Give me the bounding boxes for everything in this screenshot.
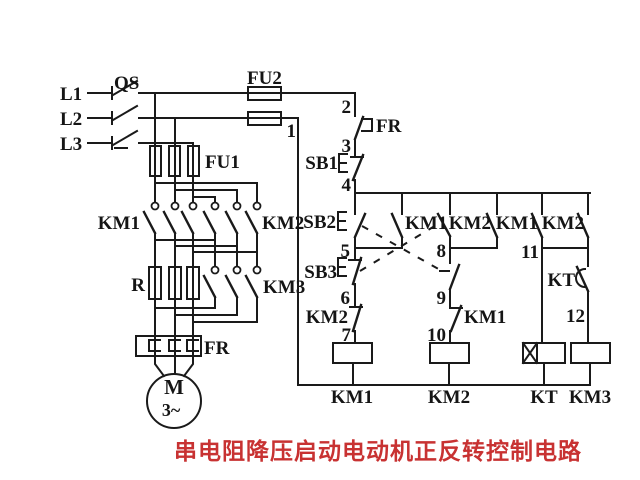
km2-parallel-label: KM2 — [542, 213, 584, 234]
coil-kt-label: KT — [530, 387, 558, 408]
fuse-fu1-3 — [187, 145, 200, 177]
resistor-r-label: R — [131, 275, 145, 296]
thermal-relay-fr-box — [135, 335, 202, 357]
node-number-2: 2 — [342, 97, 352, 118]
control-wiring — [280, 92, 591, 386]
node-number-3: 3 — [342, 136, 352, 157]
sb3-label: SB3 — [304, 262, 337, 283]
power-components — [135, 86, 282, 429]
node-number-5: 5 — [341, 241, 351, 262]
fr-heater-2 — [168, 339, 181, 352]
node-number-11: 11 — [521, 242, 539, 263]
node-number-8: 8 — [437, 241, 447, 262]
contactor-km2-label: KM2 — [262, 213, 304, 234]
fuse-fu1-label: FU1 — [205, 152, 240, 173]
power-wiring — [87, 79, 356, 378]
phase-label-l2: L2 — [60, 109, 82, 130]
contactor-km3-label: KM3 — [263, 277, 305, 298]
motor-m-label: M — [164, 375, 184, 399]
fr-contact-label: FR — [376, 116, 402, 137]
node-number-7: 7 — [342, 325, 352, 346]
phase-label-l3: L3 — [60, 134, 82, 155]
fuse-fu2-1 — [247, 86, 282, 101]
sb3-actuator — [337, 257, 347, 277]
resistor-r2 — [168, 266, 182, 300]
node-number-9: 9 — [437, 288, 447, 309]
resistor-r3 — [186, 266, 200, 300]
fr-contact-heater-mark — [361, 118, 373, 132]
fuse-fu1-1 — [149, 145, 162, 177]
km1-interlock-label: KM1 — [464, 307, 506, 328]
contactor-km1-label: KM1 — [98, 213, 140, 234]
coil-km3-label: KM3 — [569, 387, 611, 408]
node-number-4: 4 — [342, 175, 352, 196]
node-number-1: 1 — [287, 121, 297, 142]
km2-selfhold-label: KM2 — [449, 213, 491, 234]
sb2-label: SB2 — [303, 212, 336, 233]
diagram-title: 串电阻降压启动电动机正反转控制电路 — [174, 438, 582, 464]
sb2-actuator — [337, 211, 347, 231]
coil-km1-label: KM1 — [331, 387, 373, 408]
kt-delay-arc — [575, 267, 587, 289]
phase-label-l1: L1 — [60, 84, 82, 105]
km1-parallel-label: KM1 — [496, 213, 538, 234]
sb1-actuator — [338, 153, 348, 173]
motor-circle — [146, 373, 202, 429]
coils — [332, 341, 611, 365]
km1-selfhold-label: KM1 — [405, 213, 447, 234]
kt-contact-label: KT — [548, 270, 576, 291]
sb1-label: SB1 — [305, 153, 338, 174]
node-number-10: 10 — [427, 325, 446, 346]
kt-coil — [522, 342, 566, 364]
km1-coil — [332, 342, 373, 364]
thermal-relay-fr-label: FR — [204, 338, 230, 359]
fuse-fu2-label: FU2 — [247, 68, 282, 89]
labels: L1 L2 L3 QS FU2 FU1 KM1 KM2 R KM3 FR M 3… — [60, 68, 611, 464]
fr-heater-1 — [148, 339, 161, 352]
node-number-6: 6 — [341, 288, 351, 309]
fuse-fu1-2 — [168, 145, 181, 177]
km2-coil — [429, 342, 470, 364]
coil-km2-label: KM2 — [428, 387, 470, 408]
interlock-dashed-cross — [359, 220, 444, 272]
fr-heater-3 — [186, 339, 199, 352]
km2-interlock-label: KM2 — [306, 307, 348, 328]
motor-phase-label: 3~ — [162, 400, 181, 420]
switch-qs-label: QS — [114, 73, 139, 94]
node-number-12: 12 — [566, 306, 585, 327]
km3-coil — [570, 342, 611, 364]
resistor-r1 — [148, 266, 162, 300]
